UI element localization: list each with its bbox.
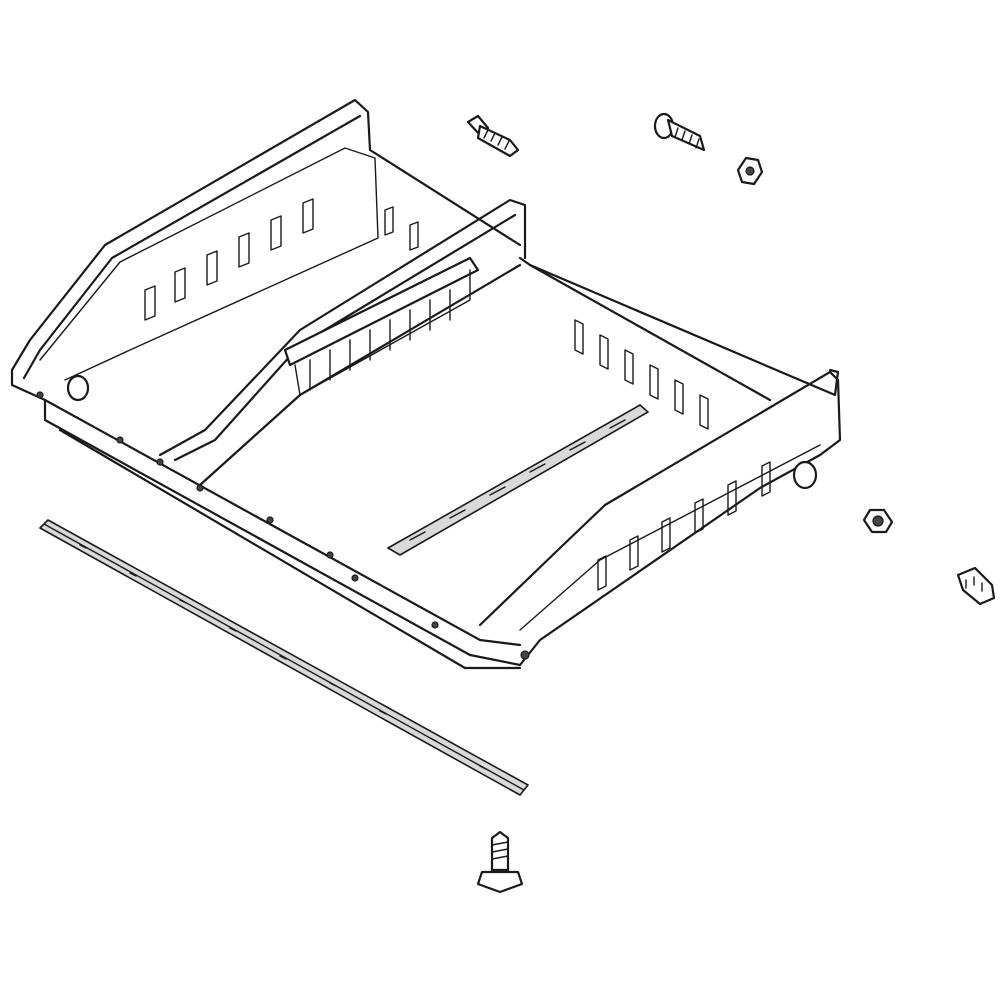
slide-rail bbox=[387, 404, 649, 556]
front-rail-holes bbox=[36, 391, 439, 629]
nut-icon bbox=[736, 156, 764, 186]
bolt-icon bbox=[653, 112, 706, 152]
screw-icon bbox=[466, 114, 520, 158]
drawer-frame bbox=[10, 98, 842, 670]
right-back-wall-slots bbox=[574, 319, 709, 430]
right-front-wall-slots bbox=[597, 461, 771, 591]
stud-icon bbox=[956, 566, 996, 606]
left-wall-slots bbox=[144, 198, 419, 321]
center-divider-rail bbox=[283, 256, 480, 396]
front-seal-strip bbox=[39, 519, 529, 796]
screw-icon bbox=[476, 830, 524, 894]
nut-icon bbox=[862, 508, 894, 534]
